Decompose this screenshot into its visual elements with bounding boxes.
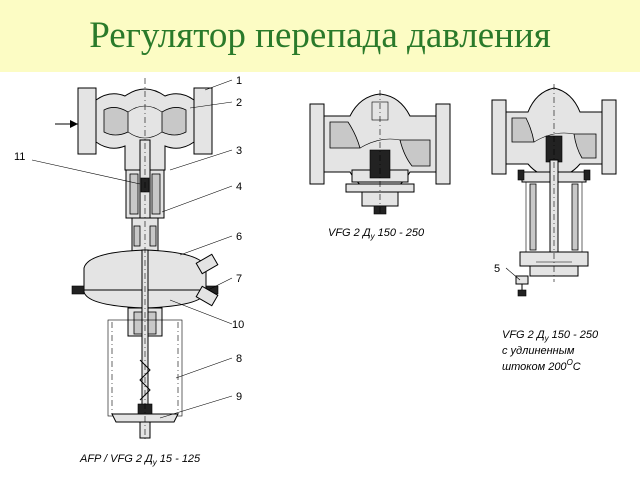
svg-text:с удлиненным: с удлиненным: [502, 345, 575, 357]
callout-9: 9: [236, 391, 242, 403]
callout-10: 10: [232, 319, 244, 331]
vfg-extended-stem-drawing: [491, 84, 617, 297]
slide-title: Регулятор перепада давления: [89, 15, 551, 56]
svg-text:штоком 200OC: штоком 200OC: [502, 358, 581, 373]
callout-2: 2: [236, 97, 242, 109]
callout-3: 3: [236, 145, 242, 157]
callout-4: 4: [236, 181, 242, 193]
callout-numbers: 1 2 3 4 6 7 10 8 9 11: [14, 75, 244, 403]
caption-vfg: VFG 2 Ду 150 - 250: [328, 227, 425, 241]
callout-1: 1: [236, 75, 242, 87]
caption-afp: AFP / VFG 2 Ду 15 - 125: [79, 453, 201, 467]
callout-8: 8: [236, 353, 242, 365]
caption-vfg-extended: VFG 2 Ду 150 - 250 с удлиненным штоком 2…: [502, 329, 599, 373]
title-band: [0, 0, 640, 72]
vfg-valve-drawing: [309, 90, 451, 216]
callout-leaders: [31, 79, 233, 419]
callout-5: 5: [494, 263, 500, 275]
callout-7: 7: [236, 273, 242, 285]
callout-11: 11: [14, 151, 25, 163]
afp-regulator-drawing: [55, 78, 219, 440]
svg-text:VFG 2 Ду 150 - 250: VFG 2 Ду 150 - 250: [502, 329, 599, 343]
callout-6: 6: [236, 231, 242, 243]
